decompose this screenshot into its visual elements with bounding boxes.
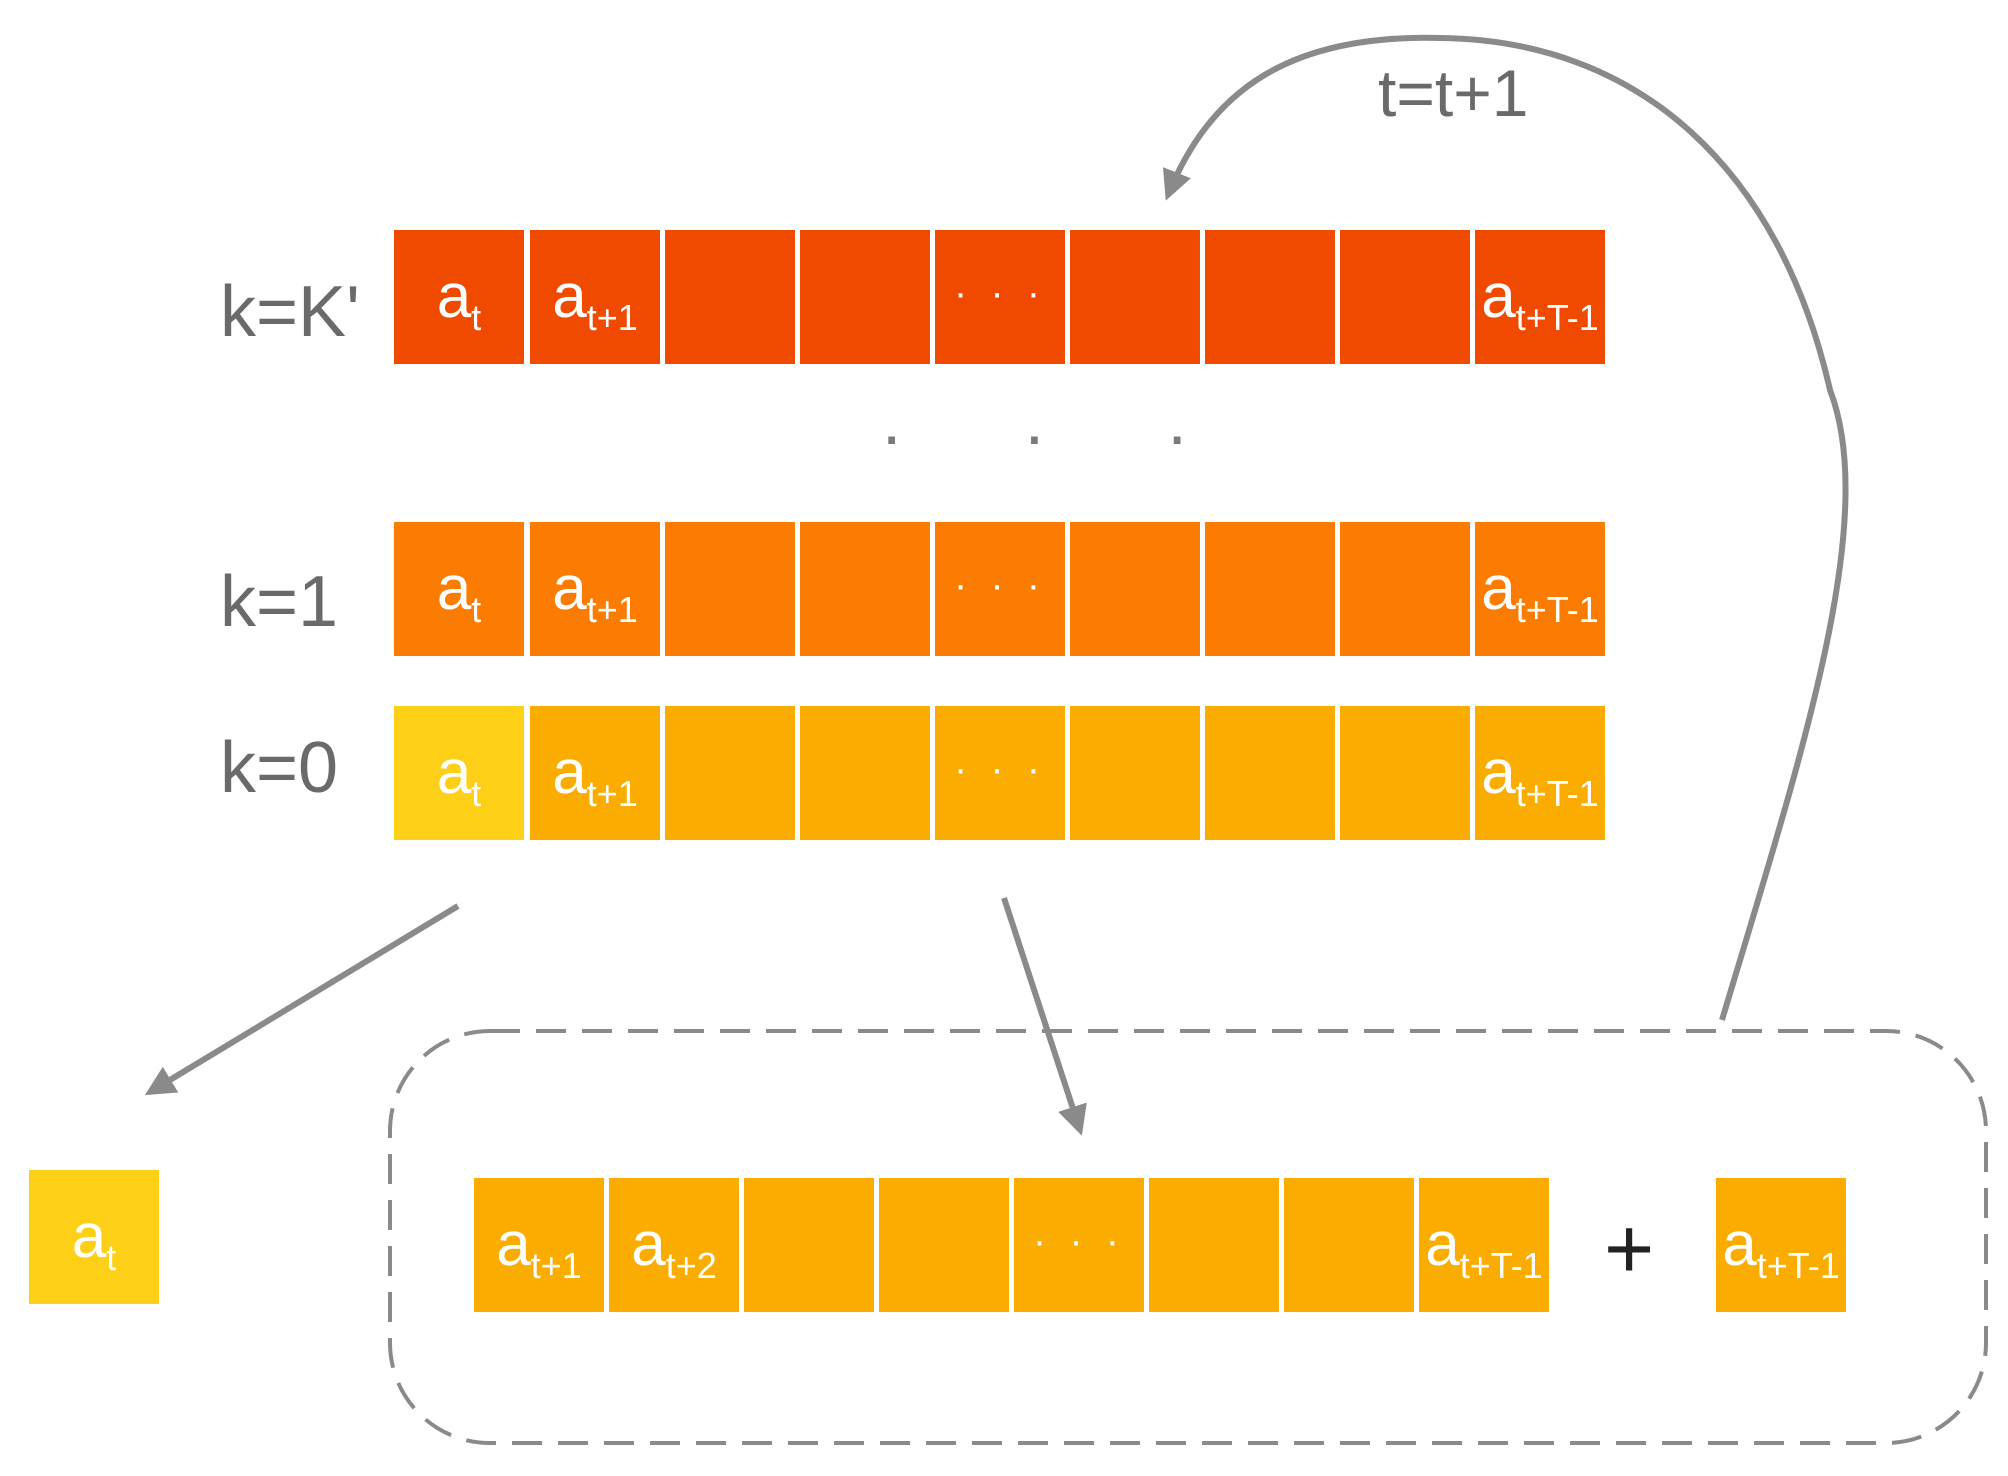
action-cell: at+2 bbox=[609, 1178, 739, 1312]
action-cell bbox=[1284, 1178, 1414, 1312]
action-cell bbox=[1070, 522, 1200, 656]
action-cell bbox=[1070, 230, 1200, 364]
appended-action-cell: at+T-1 bbox=[1716, 1178, 1846, 1312]
action-cell-current: at bbox=[394, 706, 524, 840]
action-cell bbox=[800, 522, 930, 656]
plus-sign: + bbox=[1604, 1201, 1655, 1297]
action-cell bbox=[665, 230, 795, 364]
row-label-k-0: k=0 bbox=[220, 728, 339, 808]
action-cell bbox=[1149, 1178, 1279, 1312]
action-cell bbox=[1205, 706, 1335, 840]
action-cell bbox=[800, 706, 930, 840]
action-cell bbox=[1070, 706, 1200, 840]
arrow-to-shifted-sequence bbox=[1001, 897, 1087, 1136]
arrow-to-output-action bbox=[144, 903, 460, 1096]
action-cell: at bbox=[394, 522, 524, 656]
action-cell bbox=[879, 1178, 1009, 1312]
action-cell: · · · bbox=[1014, 1178, 1144, 1312]
action-cell: at+1 bbox=[530, 706, 660, 840]
action-cell bbox=[665, 706, 795, 840]
action-cell: · · · bbox=[935, 230, 1065, 364]
action-cell bbox=[1205, 230, 1335, 364]
loop-back-arrow bbox=[1162, 34, 1849, 1021]
action-cell: at bbox=[394, 230, 524, 364]
action-cell bbox=[665, 522, 795, 656]
action-cell: at+1 bbox=[474, 1178, 604, 1312]
action-cell: at+T-1 bbox=[1475, 706, 1605, 840]
output-action-cell: at bbox=[29, 1170, 159, 1304]
action-cell bbox=[744, 1178, 874, 1312]
next-sequence-dashed-box bbox=[388, 1029, 1988, 1445]
action-cell bbox=[1340, 522, 1470, 656]
row-label-k-max: k=K' bbox=[220, 272, 360, 352]
action-cell bbox=[800, 230, 930, 364]
action-cell bbox=[1340, 230, 1470, 364]
action-cell: · · · bbox=[935, 522, 1065, 656]
action-cell: at+1 bbox=[530, 522, 660, 656]
action-cell: at+T-1 bbox=[1475, 230, 1605, 364]
row-label-k-1: k=1 bbox=[220, 562, 339, 642]
action-cell: · · · bbox=[935, 706, 1065, 840]
action-cell: at+1 bbox=[530, 230, 660, 364]
action-cell: at+T-1 bbox=[1475, 522, 1605, 656]
action-cell bbox=[1340, 706, 1470, 840]
action-cell bbox=[1205, 522, 1335, 656]
row-ellipsis: · · · bbox=[880, 396, 1239, 474]
action-cell: at+T-1 bbox=[1419, 1178, 1549, 1312]
loop-increment-label: t=t+1 bbox=[1378, 56, 1529, 130]
